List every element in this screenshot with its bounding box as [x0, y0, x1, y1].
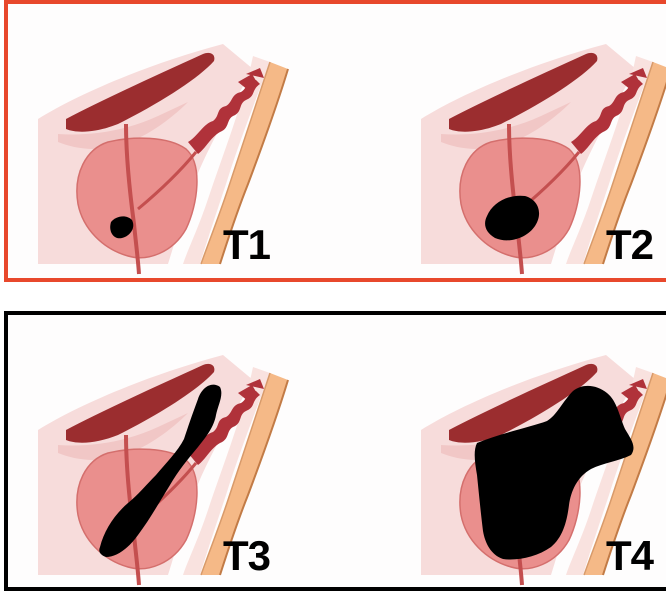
stage-t3-diagram: T3	[38, 335, 298, 575]
stage-t1-diagram: T1	[38, 24, 298, 264]
stage-t2-diagram: T2	[421, 24, 666, 264]
stage-label-t2: T2	[606, 224, 653, 266]
advanced-stage-panel: T3 T4	[4, 311, 666, 591]
stage-label-t1: T1	[223, 224, 270, 266]
stage-label-t4: T4	[606, 535, 653, 577]
stage-label-t3: T3	[223, 535, 270, 577]
early-stage-panel: T1 T2	[4, 0, 666, 282]
stage-t4-diagram: T4	[421, 335, 666, 575]
